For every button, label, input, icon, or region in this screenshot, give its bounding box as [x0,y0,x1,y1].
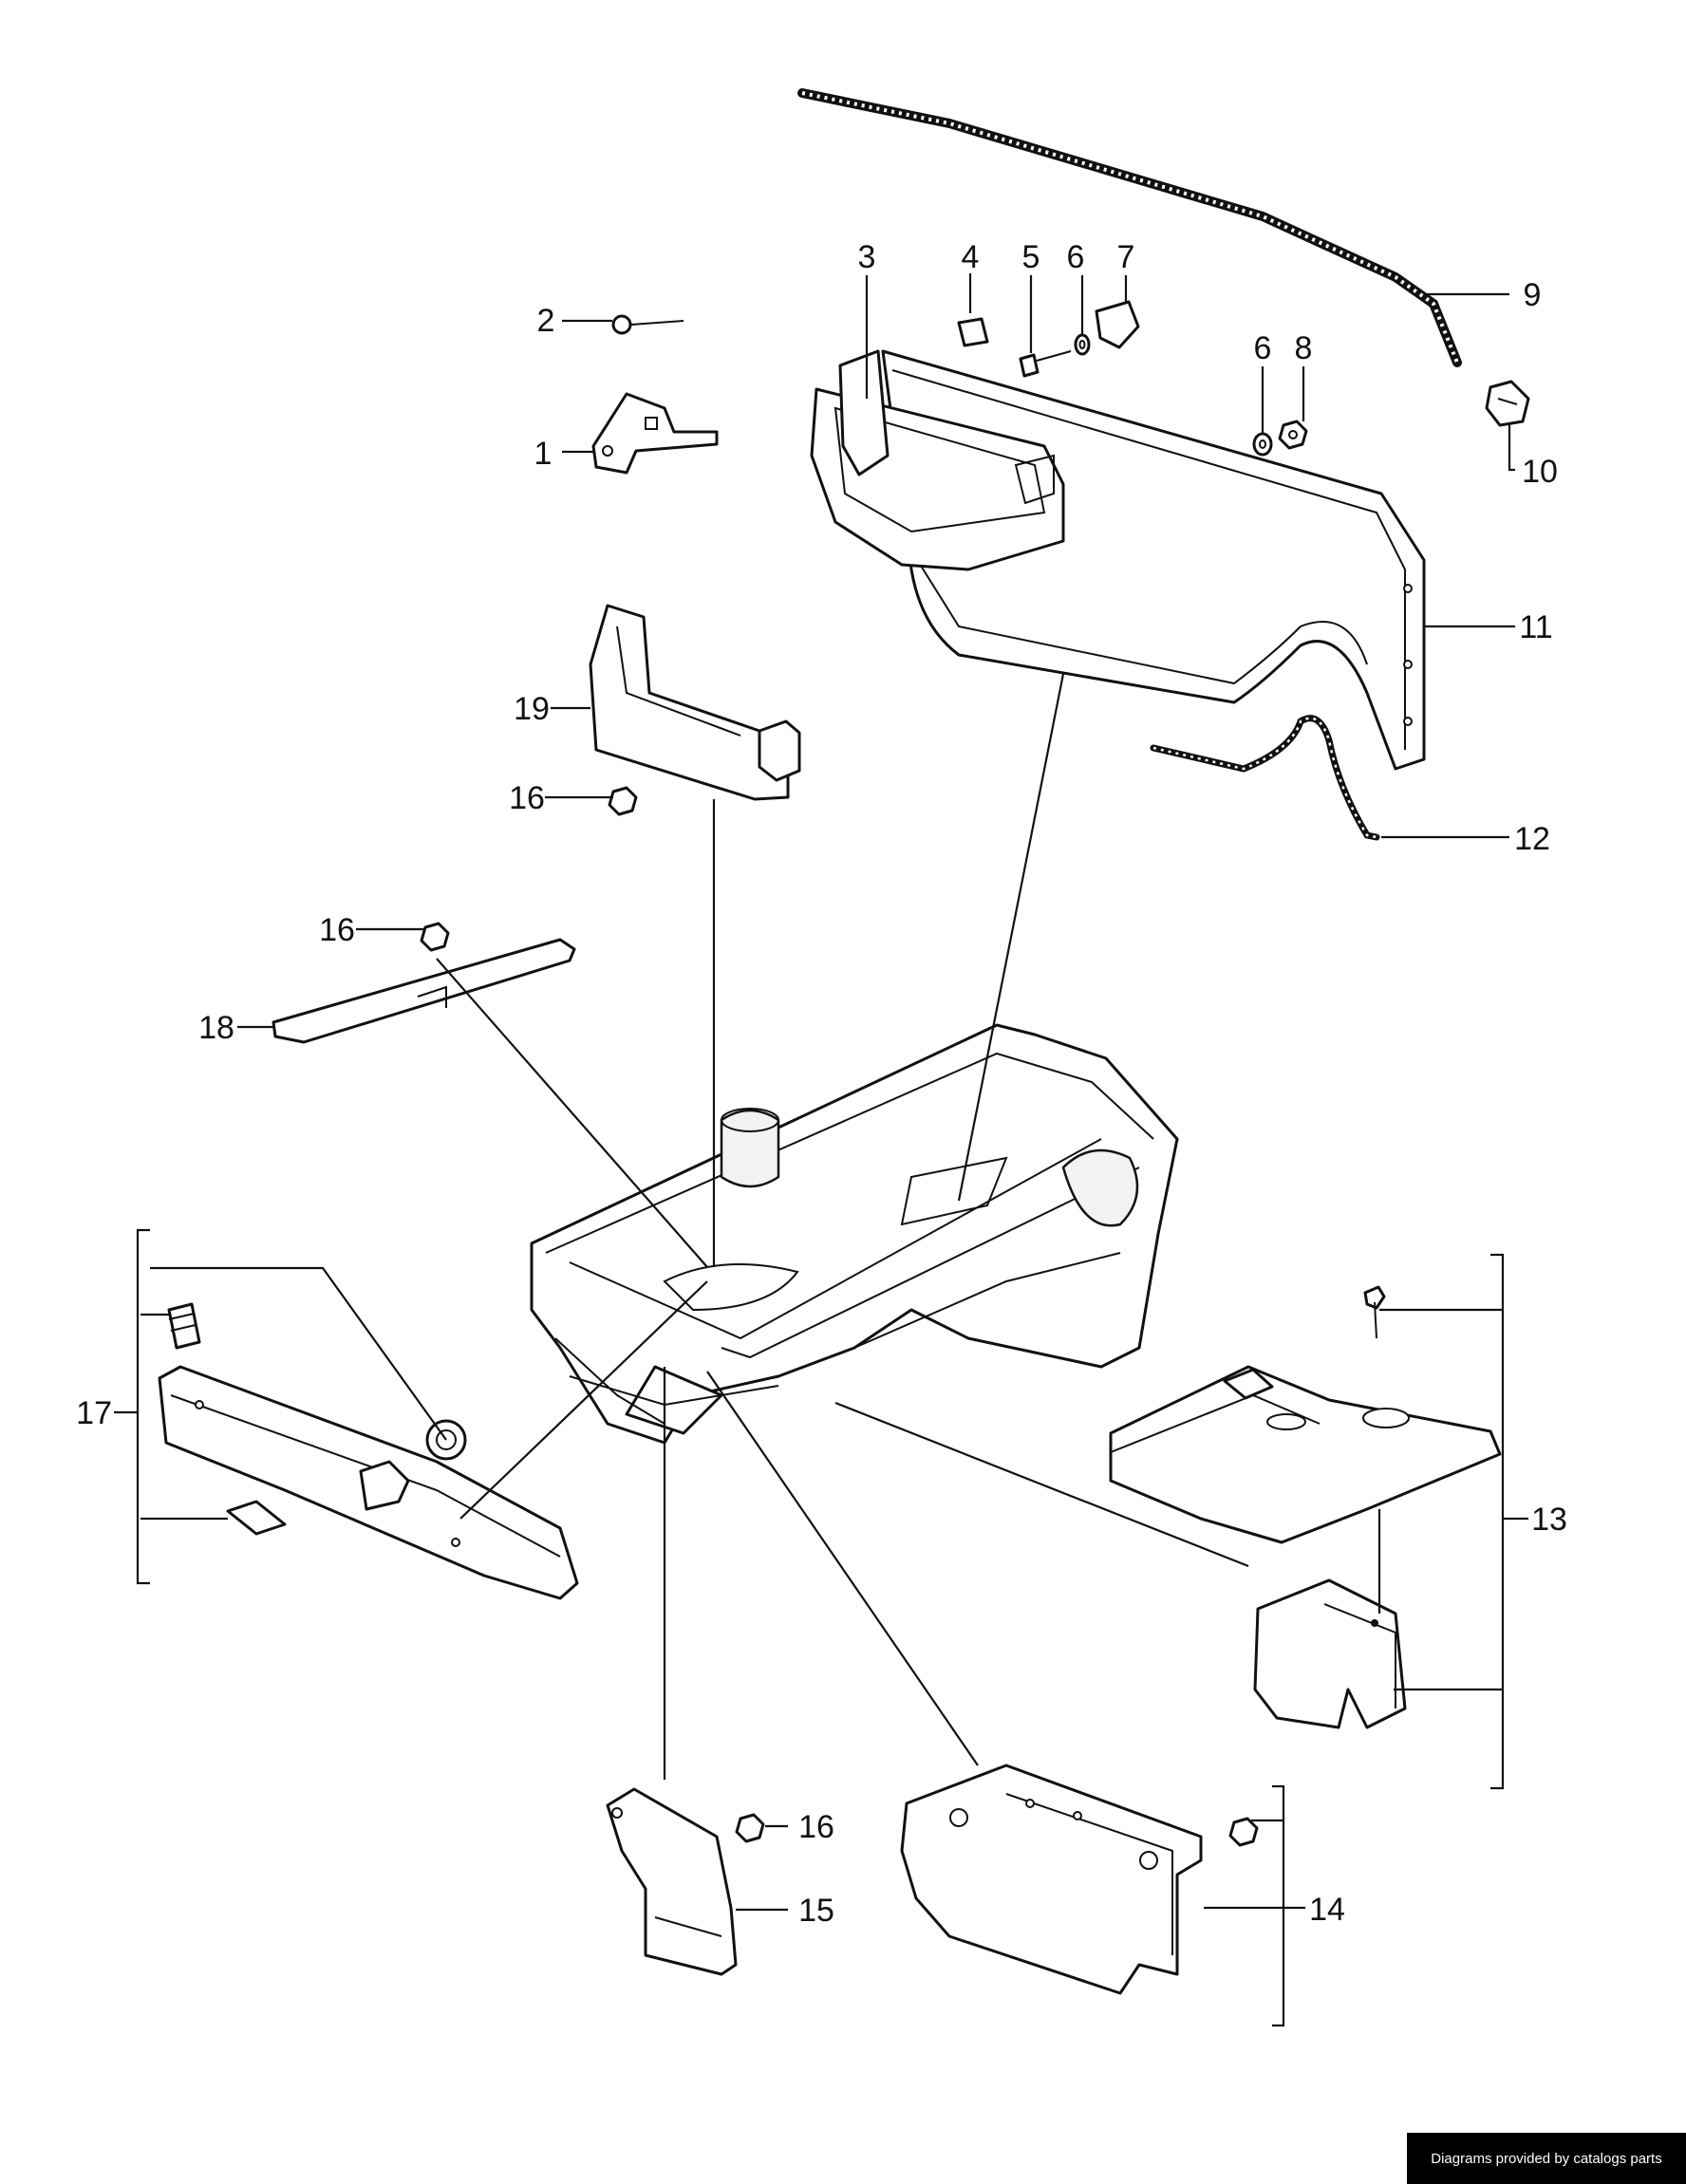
part-18-cross-member [272,938,576,1044]
part-13-screw [1363,1285,1386,1339]
callout-18: 18 [198,1010,234,1046]
callout-16b: 16 [509,780,545,816]
part-17-plate [226,1500,287,1536]
part-13-pad-upper [1109,1365,1502,1544]
callout-4: 4 [962,239,980,275]
credit-text: Diagrams provided by catalogs parts [1431,2150,1662,2167]
part-12-seal [1150,715,1380,841]
callout-16a: 16 [798,1809,834,1845]
callout-16c: 16 [319,912,355,948]
part-10-clip [1485,380,1530,427]
callout-12: 12 [1514,821,1550,857]
callout-8: 8 [1295,330,1313,366]
part-13-pad-lower [1253,1578,1407,1729]
part-9-seal-strip [797,88,1462,367]
callout-3: 3 [858,239,876,275]
credit-banner: Diagrams provided by catalogs parts [1407,2133,1686,2184]
callout-14: 14 [1309,1892,1345,1928]
part-15-nut [735,1813,765,1843]
front-body-shell [530,1023,1179,1445]
callout-1: 1 [534,436,553,472]
part-16-nut-b [420,922,450,952]
callout-6a: 6 [1067,239,1085,275]
callout-19: 19 [514,691,550,727]
part-15-bracket [606,1787,738,1976]
callout-6b: 6 [1254,330,1272,366]
part-14-nut [1228,1817,1259,1847]
part-2-screw [611,314,684,335]
part-8-nut [1278,420,1308,450]
leader-lines [114,273,1528,1912]
part-19-bracket [589,604,801,801]
part-6-washer-b [1252,432,1273,457]
part-14-side-panel [900,1764,1203,1995]
part-4-clip-nut [957,317,989,347]
callout-17: 17 [76,1395,112,1431]
callout-2: 2 [537,303,555,339]
part-1-bracket [591,392,719,475]
callout-9: 9 [1524,277,1542,313]
part-5-bolt [1019,350,1072,378]
part-6-washer-a [1074,333,1091,356]
part-3-storage-tray [810,349,1065,571]
callout-labels: 1 2 3 4 5 6 7 6 8 9 10 11 12 13 14 15 16… [76,239,1567,1929]
bracket-13 [1490,1253,1505,1790]
callout-13: 13 [1531,1502,1567,1538]
bracket-17 [136,1228,150,1585]
part-7-fitting [1095,300,1140,349]
callout-11: 11 [1519,609,1552,645]
bracket-14 [1272,1784,1285,2027]
callout-10: 10 [1522,454,1558,490]
callout-5: 5 [1022,239,1040,275]
part-17-cross-panel [158,1365,579,1600]
callout-15: 15 [798,1893,834,1929]
part-17-bumper [167,1302,201,1350]
callout-7: 7 [1117,239,1135,275]
part-16-nut-a [608,786,638,816]
